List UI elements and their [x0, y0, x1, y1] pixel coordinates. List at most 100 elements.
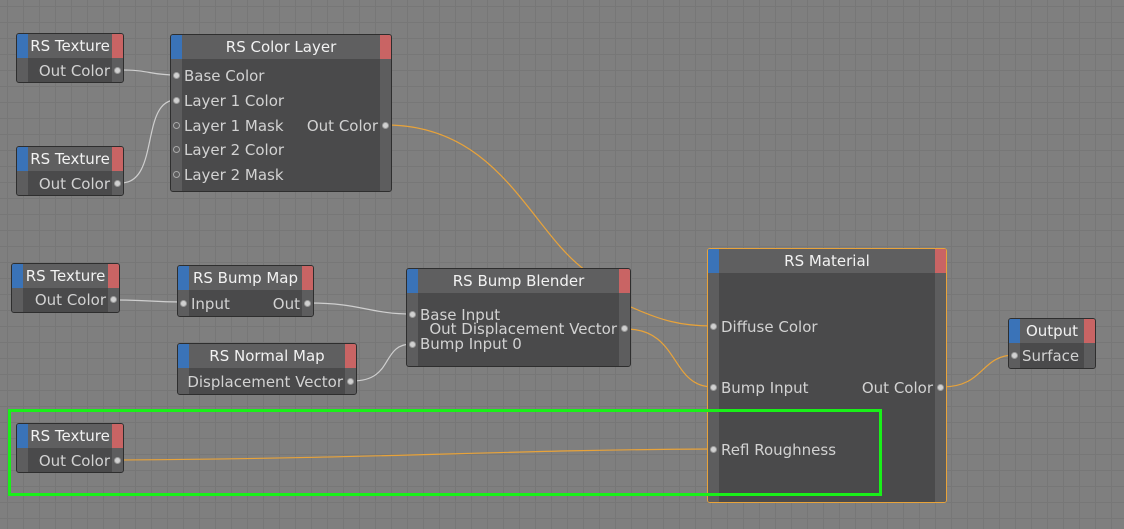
input-port-dot-bump-input-0[interactable]	[409, 341, 416, 348]
node-header[interactable]: RS Bump Map	[178, 266, 313, 290]
input-toggle-tab[interactable]	[171, 35, 182, 59]
node-rs-normal-map[interactable]: RS Normal Map Displacement Vector	[177, 343, 357, 395]
wire-texture4-to-refl-roughness	[120, 448, 714, 461]
input-column	[17, 448, 28, 472]
wire-material-to-output	[941, 354, 1016, 388]
node-rs-material[interactable]: RS Material Diffuse Color Bump Input Out…	[707, 248, 947, 503]
output-toggle-tab[interactable]	[1084, 319, 1095, 343]
port-refl-roughness: Refl Roughness	[721, 441, 837, 459]
port-bump-input-0: Bump Input 0	[420, 335, 522, 353]
output-port-dot[interactable]	[114, 67, 121, 74]
node-output[interactable]: Output Surface	[1008, 318, 1096, 369]
input-port-dot-bump-input[interactable]	[710, 384, 717, 391]
output-port-dot[interactable]	[114, 457, 121, 464]
output-toggle-tab[interactable]	[112, 147, 123, 171]
port-input: Input	[191, 295, 230, 313]
node-title: RS Bump Map	[192, 269, 299, 287]
node-rs-texture-2[interactable]: RS Texture Out Color	[16, 146, 124, 196]
node-rs-texture-3[interactable]: RS Texture Out Color	[11, 263, 120, 313]
port-surface: Surface	[1022, 347, 1080, 365]
input-port-dot-base-color[interactable]	[173, 72, 180, 79]
node-header[interactable]: RS Texture	[17, 424, 123, 448]
output-toggle-tab[interactable]	[108, 264, 119, 288]
port-out-color: Out Color	[34, 291, 106, 309]
output-toggle-tab[interactable]	[619, 269, 630, 293]
input-port-dot-surface[interactable]	[1011, 352, 1018, 359]
input-toggle-tab[interactable]	[17, 424, 28, 448]
output-port-dot[interactable]	[347, 378, 354, 385]
input-port-dot-base-input[interactable]	[409, 311, 416, 318]
wire-bump-map-to-base-input	[309, 302, 413, 315]
input-port-dot-layer2-color[interactable]	[173, 146, 180, 153]
wire-texture3-to-bump-map	[116, 299, 183, 303]
node-header[interactable]: RS Texture	[17, 147, 123, 171]
node-header[interactable]: RS Material	[708, 249, 946, 273]
input-toggle-tab[interactable]	[407, 269, 418, 293]
output-toggle-tab[interactable]	[345, 344, 356, 368]
input-port-dot-input[interactable]	[180, 300, 187, 307]
node-rs-color-layer[interactable]: RS Color Layer Base Color Layer 1 Color …	[170, 34, 392, 192]
node-title: RS Texture	[30, 150, 110, 168]
input-column	[17, 58, 28, 82]
port-layer2-color: Layer 2 Color	[184, 141, 285, 159]
input-toggle-tab[interactable]	[17, 34, 28, 58]
port-diffuse-color: Diffuse Color	[721, 318, 818, 336]
port-base-color: Base Color	[184, 67, 265, 85]
input-toggle-tab[interactable]	[1009, 319, 1020, 343]
output-port-dot[interactable]	[110, 296, 117, 303]
node-rs-texture-1[interactable]: RS Texture Out Color	[16, 33, 124, 83]
node-title: Output	[1025, 322, 1079, 340]
output-port-dot[interactable]	[621, 325, 628, 332]
output-toggle-tab[interactable]	[112, 34, 123, 58]
input-toggle-tab[interactable]	[12, 264, 23, 288]
node-header[interactable]: RS Normal Map	[178, 344, 356, 368]
node-title: RS Color Layer	[225, 38, 337, 56]
input-port-dot-layer2-mask[interactable]	[173, 171, 180, 178]
wire-texture1-to-base-color	[120, 69, 177, 76]
input-toggle-tab[interactable]	[178, 344, 189, 368]
port-bump-input: Bump Input	[721, 379, 809, 397]
output-port-dot[interactable]	[382, 122, 389, 129]
input-port-dot-layer1-mask[interactable]	[173, 122, 180, 129]
input-toggle-tab[interactable]	[17, 147, 28, 171]
port-out-color: Out Color	[306, 117, 378, 135]
node-title: RS Texture	[25, 267, 106, 285]
port-displacement-vector: Displacement Vector	[187, 373, 343, 391]
input-toggle-tab[interactable]	[708, 249, 719, 273]
input-column	[178, 368, 189, 394]
node-header[interactable]: Output	[1009, 319, 1095, 343]
node-title: RS Normal Map	[209, 347, 325, 365]
node-header[interactable]: RS Texture	[12, 264, 119, 288]
node-header[interactable]: RS Bump Blender	[407, 269, 630, 293]
node-title: RS Texture	[30, 427, 110, 445]
output-toggle-tab[interactable]	[935, 249, 946, 273]
node-header[interactable]: RS Color Layer	[171, 35, 391, 59]
port-out-color: Out Color	[38, 62, 110, 80]
node-title: RS Bump Blender	[452, 272, 585, 290]
output-toggle-tab[interactable]	[112, 424, 123, 448]
port-out: Out	[272, 295, 300, 313]
node-title: RS Material	[784, 252, 870, 270]
wire-normal-map-to-bump-input	[351, 343, 413, 382]
output-port-dot[interactable]	[114, 180, 121, 187]
input-port-dot-layer1-color[interactable]	[173, 97, 180, 104]
wire-bump-blender-to-bump-input	[625, 328, 714, 388]
output-port-dot[interactable]	[304, 300, 311, 307]
output-toggle-tab[interactable]	[380, 35, 391, 59]
port-out-color: Out Color	[38, 175, 110, 193]
node-header[interactable]: RS Texture	[17, 34, 123, 58]
node-rs-texture-4[interactable]: RS Texture Out Color	[16, 423, 124, 473]
input-column	[407, 293, 418, 366]
output-toggle-tab[interactable]	[302, 266, 313, 290]
port-layer1-mask: Layer 1 Mask	[184, 117, 284, 135]
node-rs-bump-map[interactable]: RS Bump Map Input Out	[177, 265, 314, 317]
port-layer1-color: Layer 1 Color	[184, 92, 285, 110]
input-toggle-tab[interactable]	[178, 266, 189, 290]
input-port-dot-diffuse-color[interactable]	[710, 323, 717, 330]
node-rs-bump-blender[interactable]: RS Bump Blender Base Input Out Displacem…	[406, 268, 631, 367]
port-out-color: Out Color	[38, 452, 110, 470]
port-out-color: Out Color	[861, 379, 933, 397]
output-port-dot[interactable]	[937, 384, 944, 391]
input-port-dot-refl-roughness[interactable]	[710, 446, 717, 453]
